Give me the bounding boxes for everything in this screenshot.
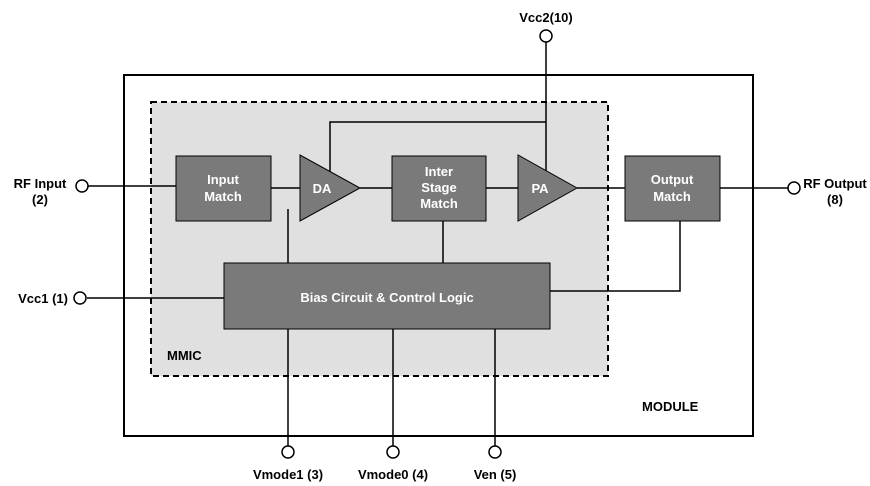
rf-output-terminal bbox=[787, 181, 801, 195]
vmode1-terminal bbox=[281, 445, 295, 459]
driver-amplifier: DA bbox=[299, 154, 362, 222]
bias-control-label: Bias Circuit & Control Logic bbox=[300, 290, 473, 305]
connection-lines bbox=[87, 42, 788, 446]
vcc2-to-da-line bbox=[329, 121, 546, 174]
input-match-label-line1: Input bbox=[207, 172, 239, 187]
ven-label: Ven (5) bbox=[474, 467, 517, 482]
rf-input-label: RF Input bbox=[14, 176, 67, 191]
driver-amplifier-label: DA bbox=[313, 181, 332, 196]
vcc2-label: Vcc2(10) bbox=[519, 10, 572, 25]
rf-input-pin-number: (2) bbox=[32, 192, 48, 207]
power-amplifier: PA bbox=[517, 154, 579, 222]
rf-output-pin-number: (8) bbox=[827, 192, 843, 207]
vmode1-label: Vmode1 (3) bbox=[253, 467, 323, 482]
input-match-block: Input Match bbox=[175, 155, 272, 222]
vcc2-terminal bbox=[539, 29, 553, 43]
output-match-block: Output Match bbox=[624, 155, 721, 222]
bias-control-block: Bias Circuit & Control Logic bbox=[223, 262, 551, 330]
vcc1-terminal bbox=[73, 291, 87, 305]
inter-stage-match-block: Inter Stage Match bbox=[391, 155, 487, 222]
module-box bbox=[123, 74, 754, 437]
module-label: MODULE bbox=[642, 399, 699, 414]
rf-output-label: RF Output bbox=[803, 176, 867, 191]
mmic-region bbox=[150, 101, 609, 377]
ism-label-line3: Match bbox=[420, 196, 458, 211]
rf-input-terminal bbox=[75, 179, 89, 193]
output-match-to-bias-line bbox=[550, 221, 681, 292]
power-amplifier-label: PA bbox=[531, 181, 549, 196]
ism-label-line1: Inter bbox=[425, 164, 453, 179]
output-match-label-line1: Output bbox=[651, 172, 694, 187]
input-match-label-line2: Match bbox=[204, 189, 242, 204]
vmode0-terminal bbox=[386, 445, 400, 459]
ism-label-line2: Stage bbox=[421, 180, 456, 195]
pin-terminals bbox=[73, 29, 801, 459]
mmic-label: MMIC bbox=[167, 348, 202, 363]
vcc1-label: Vcc1 (1) bbox=[18, 291, 68, 306]
ven-terminal bbox=[488, 445, 502, 459]
output-match-label-line2: Match bbox=[653, 189, 691, 204]
vmode0-label: Vmode0 (4) bbox=[358, 467, 428, 482]
